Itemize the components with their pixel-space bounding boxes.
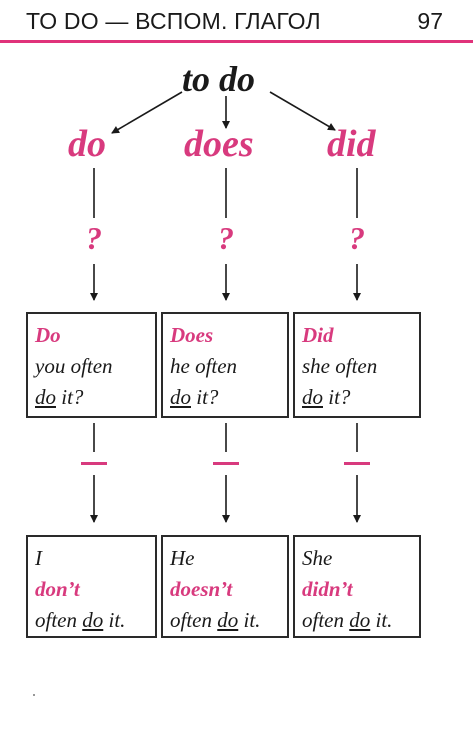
question-mark-did: ? xyxy=(349,220,365,256)
negative-subject: She xyxy=(302,546,333,570)
question-aux: Do xyxy=(35,323,61,347)
negative-end: it. xyxy=(238,608,261,632)
question-mark-do: ? xyxy=(86,220,102,256)
question-verb: do xyxy=(302,385,323,409)
negative-verb: do xyxy=(82,608,104,632)
branch-word-did: did xyxy=(327,123,376,165)
negative-pre: often xyxy=(170,608,218,632)
question-middle: he often xyxy=(170,354,238,378)
arrow-root-to-do xyxy=(111,91,183,134)
question-box-does: Does he often do it? xyxy=(161,312,289,418)
branch-word-do: do xyxy=(68,123,106,165)
question-end: it? xyxy=(56,385,84,409)
negative-verb: do xyxy=(217,608,239,632)
stray-dot xyxy=(33,694,35,696)
question-end-line: do it? xyxy=(170,382,287,413)
header-rule xyxy=(0,40,473,43)
negative-pre: often xyxy=(35,608,83,632)
negative-end-line: often do it. xyxy=(170,605,287,636)
question-end-line: do it? xyxy=(302,382,419,413)
negative-verb: do xyxy=(349,608,371,632)
page-number: 97 xyxy=(417,8,443,34)
negative-pre: often xyxy=(302,608,350,632)
negative-mark-did xyxy=(344,462,370,465)
question-aux: Did xyxy=(302,323,334,347)
negative-aux: don’t xyxy=(35,577,80,601)
negative-box-does: He doesn’t often do it. xyxy=(161,535,289,638)
negative-subject: He xyxy=(170,546,195,570)
branch-word-does: does xyxy=(184,123,254,165)
root-word: to do xyxy=(182,59,256,99)
question-end: it? xyxy=(323,385,351,409)
question-end-line: do it? xyxy=(35,382,155,413)
negative-end: it. xyxy=(370,608,393,632)
negative-subject: I xyxy=(35,546,42,570)
question-box-did: Did she often do it? xyxy=(293,312,421,418)
question-middle: she often xyxy=(302,354,378,378)
negative-mark-do xyxy=(81,462,107,465)
negative-aux: doesn’t xyxy=(170,577,233,601)
question-box-do: Do you often do it? xyxy=(26,312,157,418)
negative-box-do: I don’t often do it. xyxy=(26,535,157,638)
negative-end: it. xyxy=(103,608,126,632)
page-title: ТО DO — ВСПОМ. ГЛАГОЛ xyxy=(26,8,321,34)
question-mark-does: ? xyxy=(218,220,234,256)
question-aux: Does xyxy=(170,323,214,347)
negative-box-did: She didn’t often do it. xyxy=(293,535,421,638)
negative-mark-does xyxy=(213,462,239,465)
arrow-root-to-did xyxy=(269,91,336,131)
negative-aux: didn’t xyxy=(302,577,353,601)
negative-end-line: often do it. xyxy=(302,605,419,636)
question-middle: you often xyxy=(35,354,113,378)
question-verb: do xyxy=(170,385,191,409)
negative-end-line: often do it. xyxy=(35,605,155,636)
question-end: it? xyxy=(191,385,219,409)
question-verb: do xyxy=(35,385,56,409)
page-header: ТО DO — ВСПОМ. ГЛАГОЛ 97 xyxy=(0,0,473,44)
